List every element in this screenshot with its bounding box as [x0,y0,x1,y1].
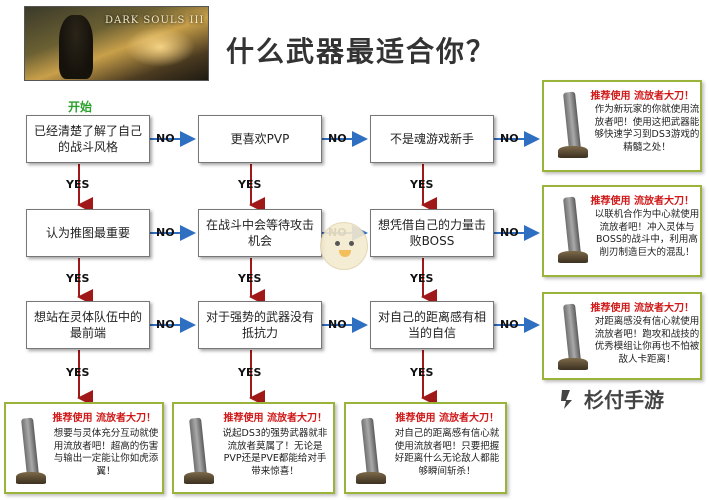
yes-label: YES [238,272,262,285]
yes-label: YES [66,366,90,379]
no-label: NO [500,132,519,145]
recommendation-text: 对距离感没有信心就使用流放者吧！跑攻和战技的优秀模组让你再也不怕被敌人卡距离！ [594,316,700,365]
no-label: NO [500,226,519,239]
mascot-bird-icon [320,222,368,270]
recommendation-text: 想要与灵体充分互动就使用流放者吧！超高的伤害与输出一定能让你如虎添翼！ [53,428,159,477]
recommendation-text: 说起DS3的强势武器就非流放者莫属了！无论是PVP还是PVE都能给对手带来惊喜！ [222,428,328,477]
yes-label: YES [238,366,262,379]
no-label: NO [156,318,175,331]
recommendation-text: 对自己的距离感有信心就使用流放者吧！只要把握好距离什么无论敌人都能够瞬间斩杀！ [394,428,500,477]
recommendation-card: 推荐使用 流放者大刀！ 对距离感没有信心就使用流放者吧！跑攻和战技的优秀模组让你… [542,292,702,380]
recommendation-card: 推荐使用 流放者大刀！ 想要与灵体充分互动就使用流放者吧！超高的伤害与输出一定能… [4,402,164,494]
watermark-logo-icon [561,389,572,409]
banner-logo: DARK SOULS III [105,15,205,26]
decision-node: 认为推图最重要 [26,209,150,257]
decision-node: 想凭借自己的力量击败BOSS [370,209,494,257]
decision-node: 对自己的距离感有相当的自信 [370,301,494,349]
recommendation-text: 以联机合作为中心就使用流放者吧！冲入灵体与BOSS的战斗中，利用高削刃制造巨大的… [594,209,700,258]
recommendation-title: 推荐使用 流放者大刀！ [590,196,694,207]
knight-figure [59,15,93,79]
no-label: NO [328,318,347,331]
watermark: 杉付手游 [558,384,664,413]
yes-label: YES [410,272,434,285]
page-title: 什么武器最适合你？ [226,35,497,68]
no-label: NO [328,132,347,145]
banner-glow [125,27,195,67]
decision-node: 更喜欢PVP [198,115,322,163]
recommendation-title: 推荐使用 流放者大刀！ [590,303,694,314]
yes-label: YES [238,178,262,191]
recommendation-title: 推荐使用 流放者大刀！ [395,413,499,424]
yes-label: YES [66,178,90,191]
decision-node: 想站在灵体队伍中的最前端 [26,301,150,349]
no-label: NO [156,132,175,145]
no-label: NO [156,226,175,239]
recommendation-card: 推荐使用 流放者大刀！ 说起DS3的强势武器就非流放者莫属了！无论是PVP还是P… [172,402,335,494]
dark-souls-banner-image: DARK SOULS III [24,6,209,81]
recommendation-card: 推荐使用 流放者大刀！ 作为新玩家的你就使用流放者吧！使用这把武器能够快速学习到… [542,80,702,172]
yes-label: YES [66,272,90,285]
watermark-text: 杉付手游 [584,388,664,412]
yes-label: YES [410,366,434,379]
decision-node: 对于强势的武器没有抵抗力 [198,301,322,349]
recommendation-card: 推荐使用 流放者大刀！ 以联机合作为中心就使用流放者吧！冲入灵体与BOSS的战斗… [542,185,702,277]
recommendation-card: 推荐使用 流放者大刀！ 对自己的距离感有信心就使用流放者吧！只要把握好距离什么无… [344,402,507,494]
recommendation-title: 推荐使用 流放者大刀！ [590,91,694,102]
recommendation-title: 推荐使用 流放者大刀！ [223,413,327,424]
yes-label: YES [410,178,434,191]
recommendation-text: 作为新玩家的你就使用流放者吧！使用这把武器能够快速学习到DS3游戏的精髓之处！ [594,104,700,153]
start-label: 开始 [68,100,93,114]
decision-node: 已经清楚了解了自己的战斗风格 [26,115,150,163]
recommendation-title: 推荐使用 流放者大刀！ [52,413,156,424]
decision-node: 不是魂游戏新手 [370,115,494,163]
no-label: NO [500,318,519,331]
decision-node: 在战斗中会等待攻击机会 [198,209,322,257]
